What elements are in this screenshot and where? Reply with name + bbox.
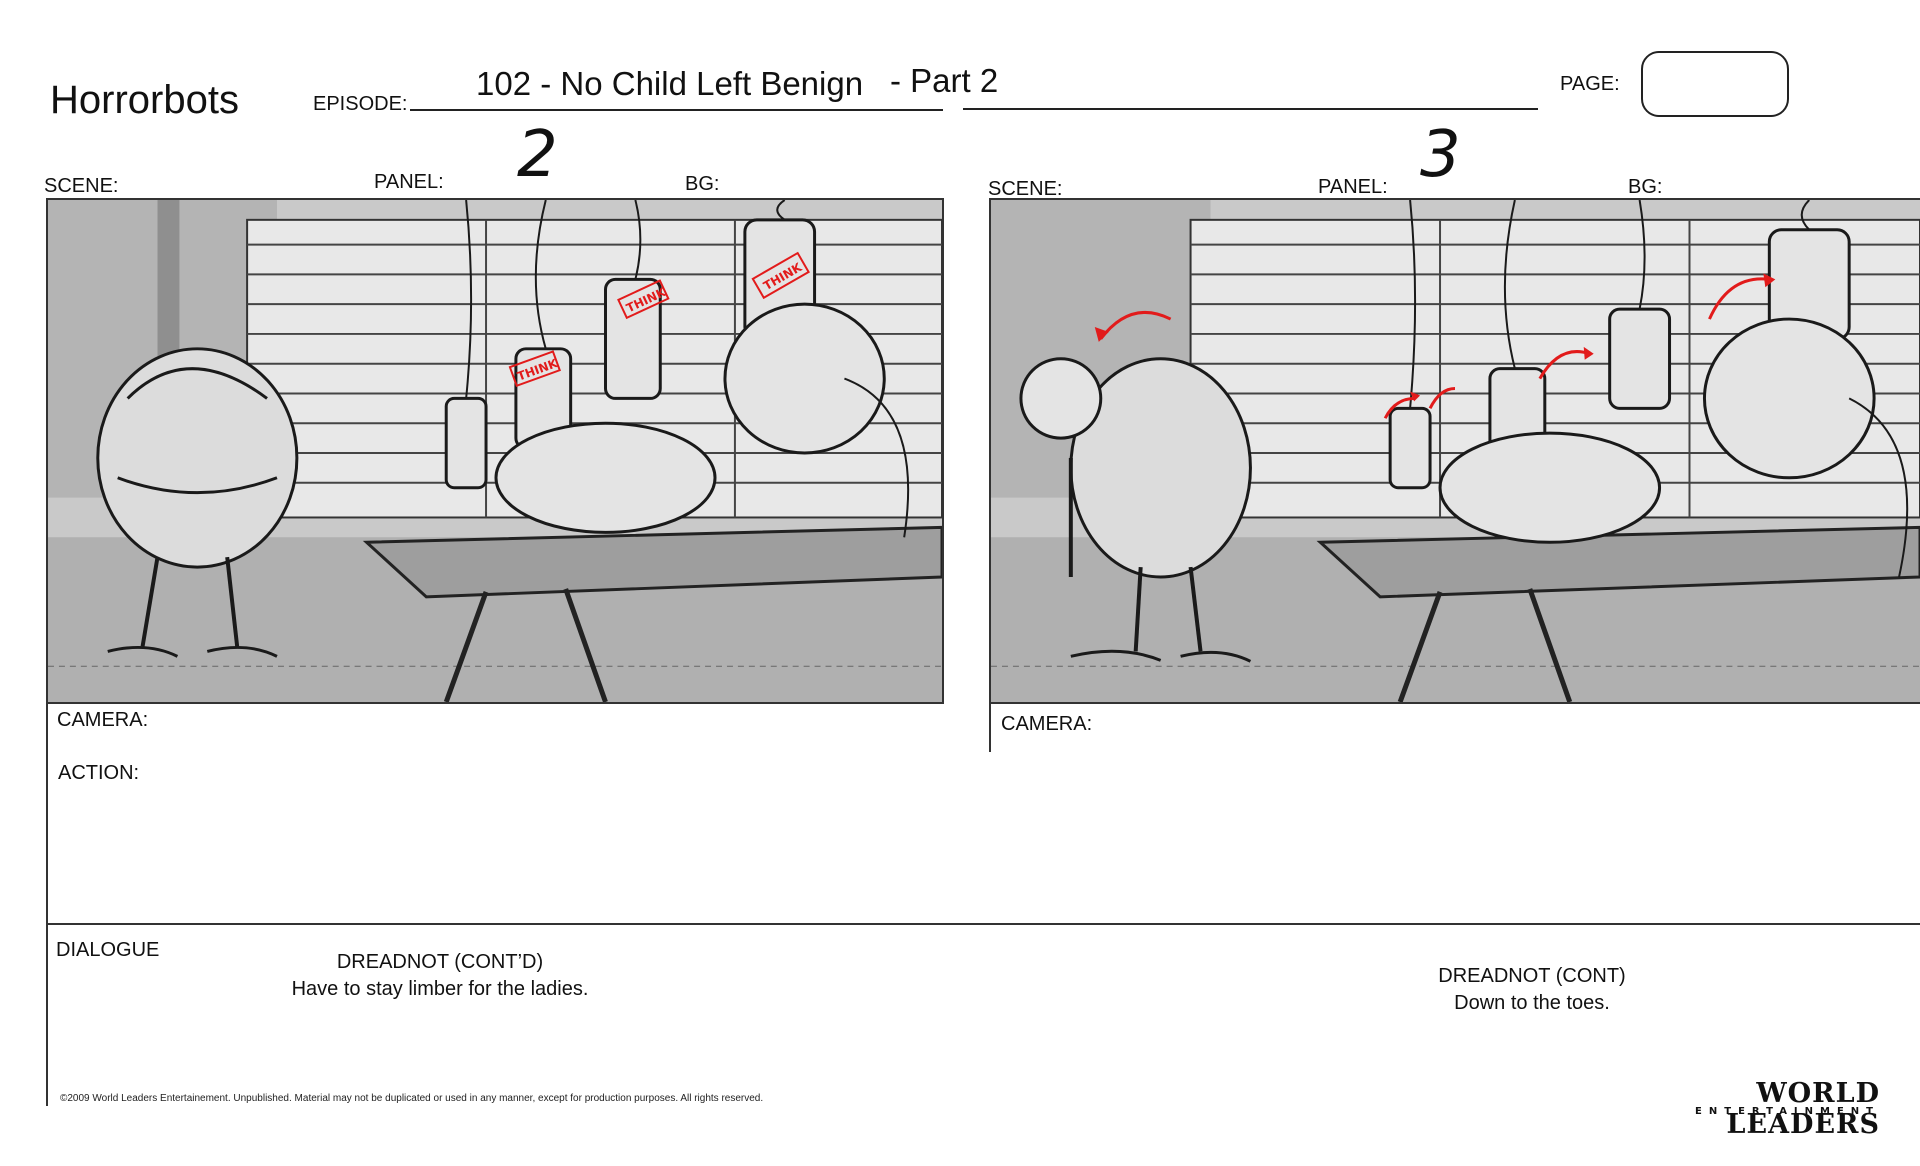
episode-label: EPISODE:	[313, 93, 408, 115]
panel-label-2: PANEL:	[1318, 176, 1388, 198]
dialogue-line-2: Down to the toes.	[1454, 992, 1610, 1014]
dialogue-line-1: Have to stay limber for the ladies.	[291, 978, 589, 1000]
form-left-border	[46, 704, 48, 1106]
panel-sketch-3	[991, 200, 1920, 702]
studio-logo: WORLD LEADERS	[1726, 1078, 1880, 1140]
episode-underline-extension	[963, 108, 1538, 110]
panel-3-camera-divider	[989, 704, 991, 752]
camera-label-2: CAMERA:	[1001, 713, 1093, 735]
episode-title: 102 - No Child Left Benign	[476, 65, 864, 102]
bg-label-1: BG:	[685, 173, 720, 195]
scene-label-2: SCENE:	[988, 178, 1063, 200]
episode-underline	[410, 109, 943, 111]
page-label: PAGE:	[1560, 73, 1620, 95]
panel-number-handwritten-1: 2	[517, 118, 558, 192]
scene-label-1: SCENE:	[44, 175, 119, 197]
panel-number-handwritten-2: 3	[1420, 118, 1461, 192]
dialogue-label: DIALOGUE	[56, 939, 160, 961]
dialogue-character-1: DREADNOT (CONT’D)	[336, 951, 544, 973]
panel-sketch-2: THINK THINK THINK	[48, 200, 942, 702]
episode-part: - Part 2	[890, 62, 999, 99]
copyright-notice: ©2009 World Leaders Entertainement. Unpu…	[60, 1093, 764, 1104]
show-title: Horrorbots	[50, 78, 239, 122]
storyboard-panel-3	[989, 198, 1920, 704]
page-number-box	[1641, 51, 1789, 117]
camera-label-1: CAMERA:	[57, 709, 149, 731]
action-label: ACTION:	[58, 762, 140, 784]
bg-label-2: BG:	[1628, 176, 1663, 198]
dialogue-divider	[46, 923, 1920, 925]
studio-logo-subtitle: ENTERTAINMENT	[1695, 1106, 1880, 1117]
storyboard-panel-2: THINK THINK THINK	[46, 198, 944, 704]
panel-label-1: PANEL:	[374, 171, 444, 193]
dialogue-character-2: DREADNOT (CONT)	[1438, 965, 1626, 987]
